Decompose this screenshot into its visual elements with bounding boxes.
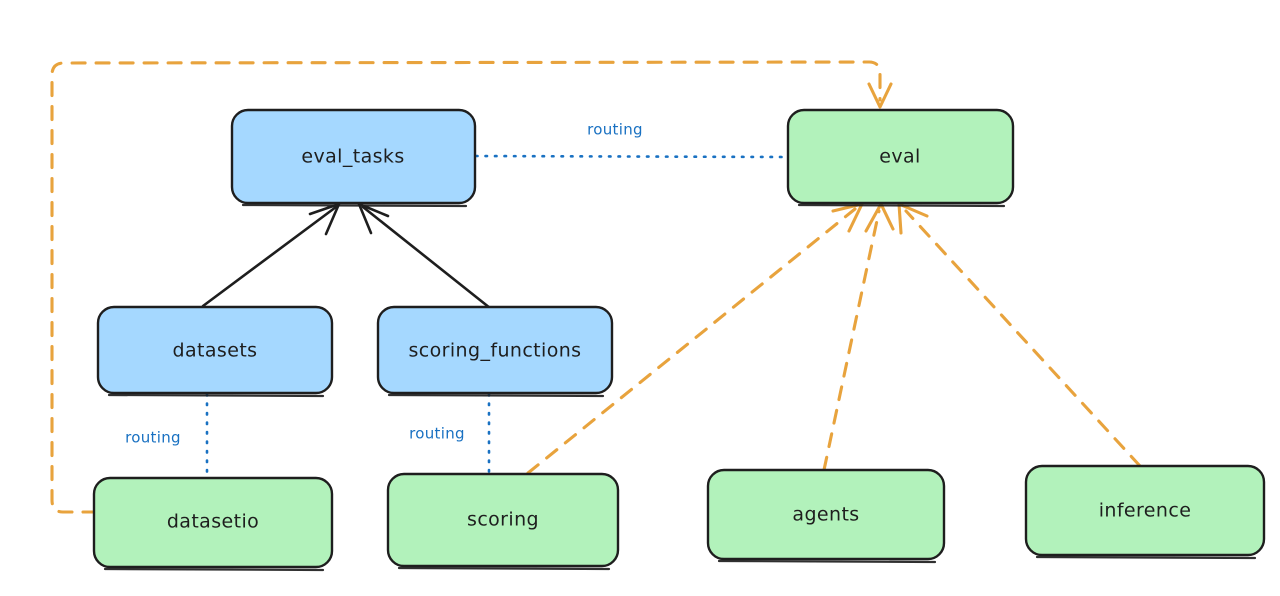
node-datasetio-box [92,476,334,569]
edge-datasets-datasetio[interactable]: routing [125,392,209,479]
node-scoring-functions-shadow [387,393,605,398]
edge-datasets-eval_tasks-line [201,205,338,308]
edge-agents-eval[interactable] [822,202,895,472]
edge-label-routing-eval: routing [587,121,643,139]
node-scoring-box [386,472,620,568]
edge-datasetio-eval-line [50,60,882,514]
node-inference-label: inference [1099,500,1192,522]
node-eval-tasks-box [230,108,477,205]
edge-eval_tasks-eval-line [474,154,787,159]
edge-datasetio-eval[interactable] [50,60,893,514]
node-datasetio-shadow [103,567,325,572]
edge-inference-eval-line [904,209,1142,468]
edge-datasetio-eval-arrowhead [867,82,893,109]
node-inference[interactable]: inference [1024,464,1266,560]
edge-eval_tasks-eval[interactable]: routing [474,121,787,159]
node-scoring-functions-label: scoring_functions [409,340,582,362]
edge-label-routing-datasetio: routing [125,429,181,447]
node-eval-tasks-label: eval_tasks [301,146,404,168]
node-inference-shadow [1035,555,1257,560]
node-eval-tasks[interactable]: eval_tasks [230,108,477,208]
node-agents-box [706,468,946,561]
node-agents-shadow [717,559,937,564]
node-scoring-functions-box [376,305,614,395]
edge-scoring-eval-arrowhead [831,202,864,233]
node-datasets-label: datasets [173,340,258,362]
node-scoring-label: scoring [467,509,539,531]
node-inference-box [1024,464,1266,557]
node-agents[interactable]: agents [706,468,946,564]
node-eval-shadow [797,203,1006,208]
node-datasets[interactable]: datasets [96,305,334,398]
edge-agents-eval-line [822,209,881,472]
node-scoring-functions[interactable]: scoring_functions [376,305,614,398]
edge-scoring-eval-line [526,207,857,475]
edge-agents-eval-arrowhead [864,202,895,233]
edge-inference-eval[interactable] [897,202,1142,468]
edge-scoring_functions-scoring[interactable]: routing [409,392,491,475]
node-eval-box [786,108,1015,205]
edge-datasets-eval_tasks[interactable] [201,202,341,308]
edge-scoring_functions-eval_tasks-line [361,205,492,310]
node-datasetio-label: datasetio [167,511,259,533]
edge-label-routing-scoring: routing [409,425,465,443]
node-datasets-shadow [107,393,325,398]
node-scoring[interactable]: scoring [386,472,620,571]
node-eval-tasks-shadow [241,203,468,208]
node-eval-label: eval [879,146,920,168]
edge-scoring_functions-eval_tasks[interactable] [357,202,492,310]
node-scoring-shadow [397,566,611,571]
node-agents-label: agents [792,504,859,526]
node-datasets-box [96,305,334,395]
node-datasetio[interactable]: datasetio [92,476,334,572]
node-eval[interactable]: eval [786,108,1015,208]
